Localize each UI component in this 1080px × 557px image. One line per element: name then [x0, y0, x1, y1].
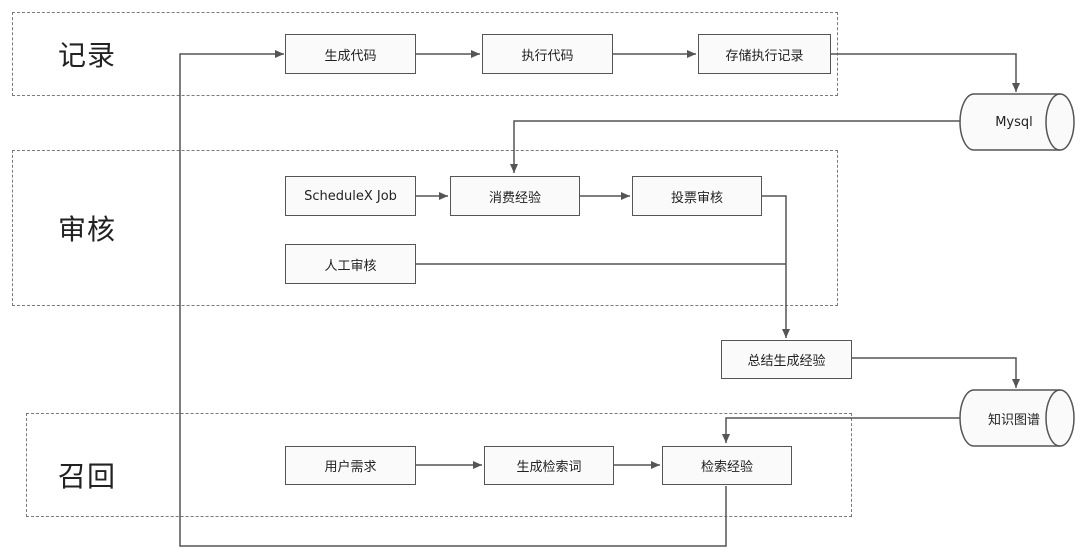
group-review [12, 150, 838, 306]
group-recall-label: 召回 [58, 460, 117, 493]
knowledge-graph-cylinder [959, 389, 1075, 447]
group-record-label: 记录 [58, 39, 117, 72]
group-recall [26, 413, 852, 517]
edge-vote-to-summarize [762, 195, 790, 338]
group-review-label: 审核 [58, 213, 117, 246]
node-generate-keywords: 生成检索词 [484, 446, 614, 485]
node-summarize-experience: 总结生成经验 [721, 340, 852, 379]
node-user-demand: 用户需求 [285, 446, 416, 485]
node-generate-code: 生成代码 [285, 34, 416, 74]
node-vote-review: 投票审核 [632, 176, 762, 216]
node-manual-review: 人工审核 [285, 244, 416, 284]
node-store-record: 存储执行记录 [698, 34, 831, 74]
node-consume-experience: 消费经验 [450, 176, 580, 216]
node-retrieve-experience: 检索经验 [662, 446, 792, 485]
edge-store-to-mysql [831, 53, 1020, 92]
db-knowledge-graph-label: 知识图谱 [987, 412, 1040, 428]
edge-summarize-to-kg [852, 357, 1020, 388]
edge-mysql-to-consume [510, 120, 960, 173]
edge-kg-to-retrieve [722, 417, 960, 443]
mysql-cylinder [959, 93, 1075, 151]
node-schedulex-job: ScheduleX Job [285, 176, 416, 216]
edge-retrieve-to-generate [179, 50, 727, 547]
db-mysql-label: Mysql [995, 114, 1033, 130]
node-execute-code: 执行代码 [482, 34, 613, 74]
